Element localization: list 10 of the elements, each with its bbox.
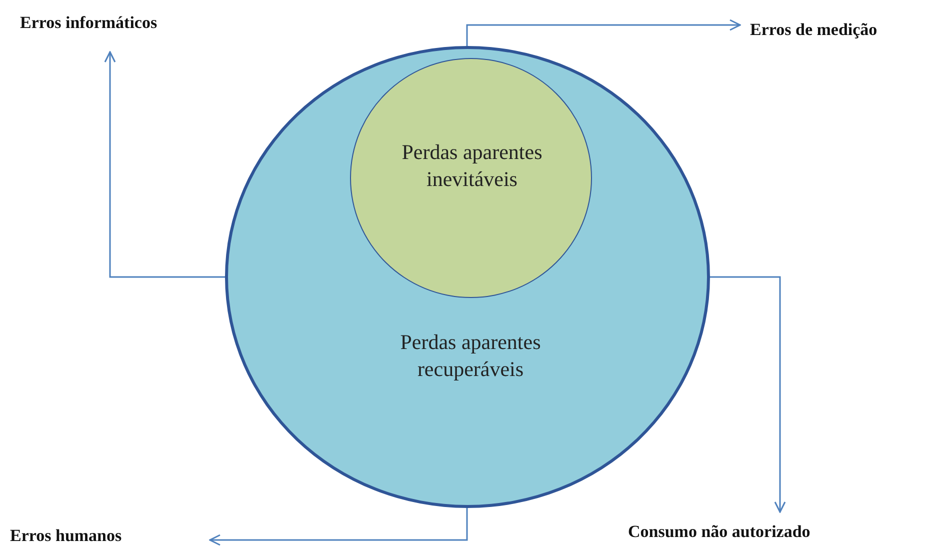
arrow (710, 276, 786, 513)
circle-label: Perdas aparentes inevitáveis (400, 139, 544, 194)
arrow (209, 508, 468, 546)
arrow (466, 19, 741, 46)
circle-label: Perdas aparentes recuperáveis (399, 329, 542, 384)
arrow (104, 51, 225, 278)
category-label: Erros humanos (10, 526, 122, 546)
category-label: Erros de medição (750, 20, 878, 40)
category-label: Consumo não autorizado (628, 522, 810, 542)
category-label: Erros informáticos (20, 13, 158, 33)
